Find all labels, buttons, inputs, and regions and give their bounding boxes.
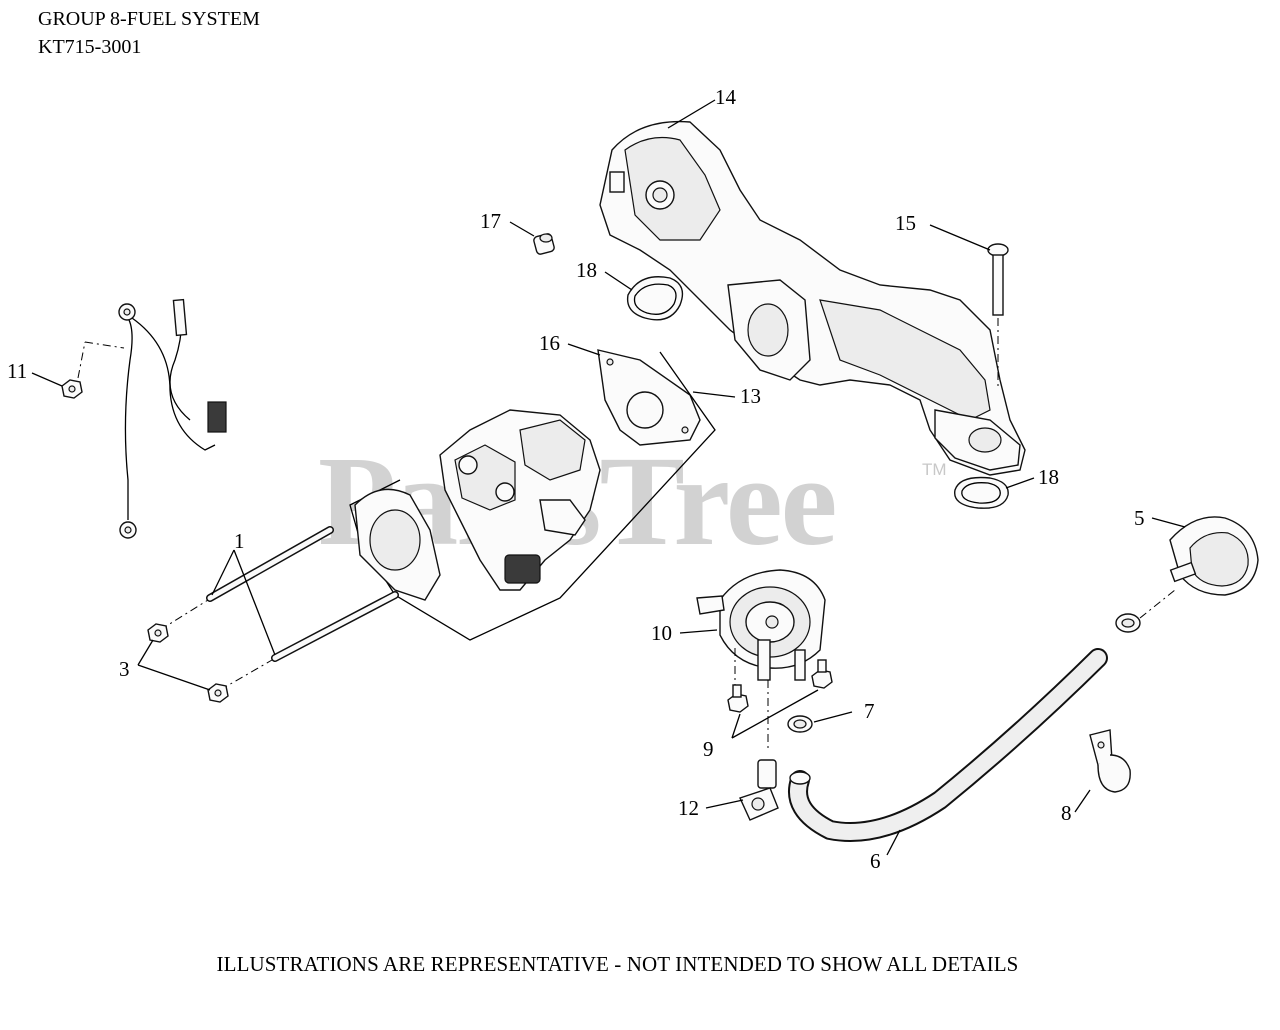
stud-part-1-upper[interactable] [206,526,334,602]
hose-clamp-part-7[interactable] [787,715,813,733]
intake-gasket-part-18-upper[interactable] [626,276,684,321]
screw-part-11[interactable] [61,379,83,399]
callout-9[interactable]: 9 [703,737,714,761]
callout-13[interactable]: 13 [740,384,761,408]
stud-part-1-lower[interactable] [271,591,399,662]
callout-12[interactable]: 12 [678,796,699,820]
callout-18-lower[interactable]: 18 [1038,465,1059,489]
leader-lines [31,99,1186,856]
screw-part-9-left[interactable] [727,684,749,713]
fitting-part-12[interactable] [739,759,779,821]
callout-11[interactable]: 11 [7,359,27,383]
wire-harness[interactable] [118,298,227,539]
callout-18-upper[interactable]: 18 [576,258,597,282]
intake-manifold-part-14[interactable] [599,120,1026,476]
carburetor-assembly[interactable] [439,409,601,591]
spacer-part-17[interactable] [533,233,555,255]
callout-8[interactable]: 8 [1061,801,1072,825]
callout-15[interactable]: 15 [895,211,916,235]
watermark-trademark: TM [922,460,947,479]
callout-1[interactable]: 1 [234,529,245,553]
carburetor-gasket-part-16[interactable] [597,349,701,446]
bolt-part-15[interactable] [987,243,1009,390]
callout-5[interactable]: 5 [1134,506,1145,530]
fuel-filter-part-5[interactable] [1169,516,1259,596]
screw-part-9-right[interactable] [811,659,833,689]
callout-7[interactable]: 7 [864,699,875,723]
callout-10[interactable]: 10 [651,621,672,645]
callout-3[interactable]: 3 [119,657,130,681]
nut-part-3-lower[interactable] [207,683,229,703]
callout-6[interactable]: 6 [870,849,881,873]
fuel-pump-part-10[interactable] [696,569,826,681]
intake-gasket-part-18-lower[interactable] [954,476,1009,509]
diagram-title: GROUP 8-FUEL SYSTEM [38,8,260,30]
nut-part-3-upper[interactable] [147,623,169,643]
clip-part-8[interactable] [1089,729,1131,793]
callout-14[interactable]: 14 [715,85,737,109]
callout-16[interactable]: 16 [539,331,560,355]
carburetor-kit-outline-13 [349,351,716,641]
hose-clamp-upper[interactable] [1115,613,1141,633]
disclaimer-footer: ILLUSTRATIONS ARE REPRESENTATIVE - NOT I… [216,952,1019,976]
fuel-hose-part-6[interactable] [788,648,1108,842]
callout-17[interactable]: 17 [480,209,501,233]
model-number: KT715-3001 [38,36,142,58]
flange-gasket[interactable] [354,488,441,601]
